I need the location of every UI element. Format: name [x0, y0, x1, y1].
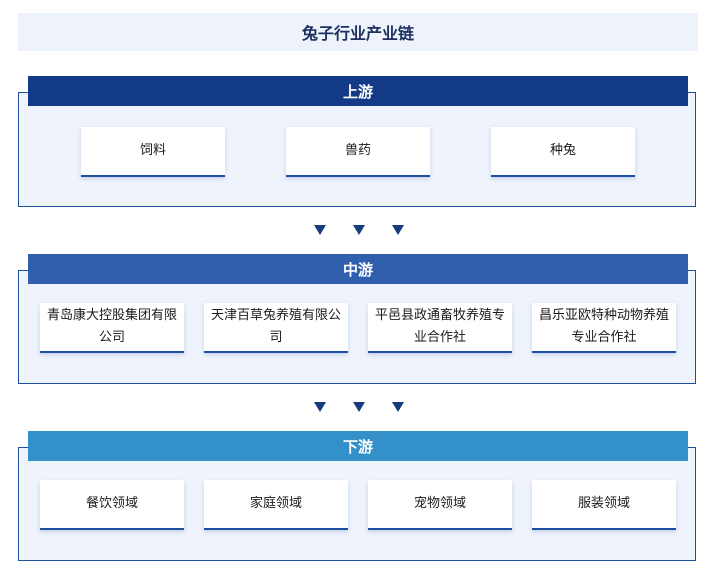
down-arrow-icon	[392, 225, 404, 235]
down-arrow-icon	[392, 402, 404, 412]
upstream-item-veterinary-drug: 兽药	[286, 127, 430, 177]
midstream-header: 中游	[28, 254, 688, 284]
down-arrow-icon	[314, 402, 326, 412]
down-arrow-icon	[353, 225, 365, 235]
midstream-item-zhengtong-coop: 平邑县政通畜牧养殖专业合作社	[368, 303, 512, 353]
downstream-item-catering: 餐饮领域	[40, 480, 184, 530]
upstream-item-breeding-rabbit: 种兔	[491, 127, 635, 177]
arrow-group-midstream-to-downstream	[314, 402, 404, 412]
page-title: 兔子行业产业链	[18, 13, 698, 51]
down-arrow-icon	[353, 402, 365, 412]
upstream-header: 上游	[28, 76, 688, 106]
downstream-item-pet: 宠物领域	[368, 480, 512, 530]
midstream-item-baicao-rabbit: 天津百草兔养殖有限公司	[204, 303, 348, 353]
midstream-item-yaou-coop: 昌乐亚欧特种动物养殖专业合作社	[532, 303, 676, 353]
downstream-item-household: 家庭领域	[204, 480, 348, 530]
down-arrow-icon	[314, 225, 326, 235]
upstream-item-feed: 饲料	[81, 127, 225, 177]
arrow-group-upstream-to-midstream	[314, 225, 404, 235]
midstream-item-kangda-group: 青岛康大控股集团有限公司	[40, 303, 184, 353]
downstream-item-apparel: 服装领域	[532, 480, 676, 530]
downstream-header: 下游	[28, 431, 688, 461]
